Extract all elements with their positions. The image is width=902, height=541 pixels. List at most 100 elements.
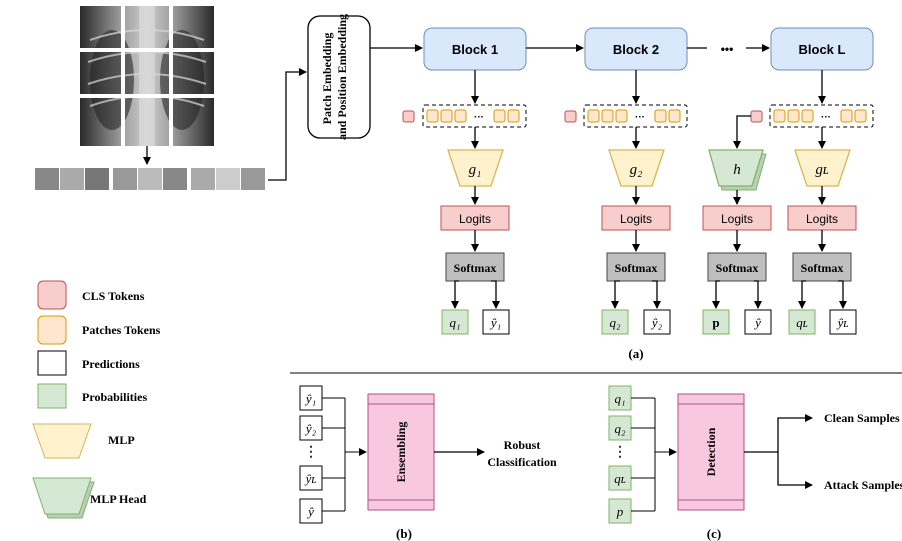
svg-text:p: p [712, 315, 719, 330]
xray-image [80, 6, 214, 146]
svg-text:Patch Embedding and Posi: Patch Embedding and Position Embedding [320, 14, 349, 140]
svg-text:g₁: g₁ [469, 162, 482, 178]
patch-embedding-label-line: and Position Embedding [335, 14, 349, 140]
panel-a-label: (a) [628, 346, 643, 361]
svg-text:Ensembling: Ensembling [394, 422, 408, 483]
svg-text:g₂: g₂ [630, 162, 643, 178]
svg-text:q₁: q₁ [614, 391, 625, 406]
input-yhat1: ŷ₁ [299, 385, 323, 411]
svg-text:ŷ₁: ŷ₁ [304, 391, 316, 406]
svg-text:···: ··· [821, 112, 831, 123]
logits-l: Logits [787, 205, 857, 231]
legend: CLS Tokens Patches Tokens Predictions Pr… [32, 280, 161, 519]
panel-c: q₁ q₂ ⋮ qʟ p Detection Clean Samples [608, 385, 902, 541]
svg-text:Softmax: Softmax [801, 261, 844, 275]
attack-samples-label: Attack Samples [824, 478, 902, 492]
output-yhat2: ŷ₂ [643, 309, 671, 335]
cls-to-head-arrow [733, 115, 751, 149]
svg-text:Softmax: Softmax [454, 261, 497, 275]
svg-text:ŷ₂: ŷ₂ [304, 421, 317, 436]
svg-text:q₁: q₁ [449, 315, 460, 330]
svg-text:Logits: Logits [620, 212, 652, 226]
svg-text:qʟ: qʟ [614, 471, 626, 486]
svg-text:h: h [733, 162, 741, 178]
softmax-2: Softmax [606, 252, 666, 282]
svg-text:Softmax: Softmax [615, 261, 658, 275]
svg-text:ŷʟ: ŷʟ [836, 315, 849, 330]
token-row-2: ··· [564, 104, 688, 128]
panel-b-label: (b) [396, 526, 412, 541]
output-yhatl: ŷʟ [829, 309, 857, 335]
svg-text:q₂: q₂ [614, 421, 626, 436]
block-l: Block L [770, 27, 874, 71]
svg-text:MLP: MLP [108, 433, 135, 447]
svg-text:ŷ₁: ŷ₁ [489, 315, 501, 330]
patches-to-embedding-arrow [268, 68, 307, 181]
block-ellipsis: ••• [721, 42, 734, 56]
softmax-l: Softmax [792, 252, 852, 282]
patch-embedding-label-line: Patch Embedding [320, 33, 334, 125]
block-1: Block 1 [423, 27, 527, 71]
legend-cls-tokens: CLS Tokens [37, 280, 145, 310]
svg-text:q₂: q₂ [609, 315, 621, 330]
svg-text:qʟ: qʟ [796, 315, 808, 330]
input-yhat2: ŷ₂ [299, 415, 323, 441]
input-yhatl: ŷʟ [299, 465, 323, 491]
panel-c-label: (c) [707, 526, 721, 541]
ensembling-box: Ensembling [367, 393, 435, 511]
svg-text:CLS Tokens: CLS Tokens [82, 289, 145, 303]
input-q2: q₂ [608, 415, 632, 441]
svg-text:···: ··· [635, 112, 645, 123]
svg-text:ŷ: ŷ [306, 504, 314, 519]
output-q1: q₁ [441, 309, 469, 335]
cls-token [564, 110, 577, 123]
svg-text:Block 1: Block 1 [452, 42, 498, 57]
block-2: Block 2 [584, 27, 688, 71]
cls-token [402, 110, 415, 123]
patch-embedding-box: Patch Embedding and Position Embedding [307, 14, 371, 140]
svg-text:Logits: Logits [721, 212, 753, 226]
clean-samples-label: Clean Samples [824, 411, 900, 425]
softmax-h: Softmax [707, 252, 767, 282]
classification-label: Classification [487, 455, 557, 469]
svg-text:Patches Tokens: Patches Tokens [82, 323, 161, 337]
mlp-g1: g₁ [447, 149, 504, 187]
logits-2: Logits [601, 205, 671, 231]
svg-text:Logits: Logits [806, 212, 838, 226]
output-q2: q₂ [601, 309, 629, 335]
legend-mlp-head: MLP Head [32, 477, 147, 519]
legend-mlp: MLP [32, 423, 135, 459]
svg-text:ŷ₂: ŷ₂ [650, 315, 663, 330]
svg-text:gʟ: gʟ [815, 162, 829, 178]
input-q1: q₁ [608, 385, 632, 411]
patch-strip [35, 168, 265, 190]
svg-text:Block 2: Block 2 [613, 42, 659, 57]
svg-text:Block L: Block L [799, 42, 846, 57]
legend-patches-tokens: Patches Tokens [37, 315, 161, 345]
mlp-g2: g₂ [608, 149, 665, 187]
logits-1: Logits [440, 205, 510, 231]
logits-h: Logits [702, 205, 772, 231]
output-p: p [702, 309, 730, 335]
input-p: p [608, 498, 632, 524]
svg-text:Softmax: Softmax [716, 261, 759, 275]
output-yhat: ŷ [744, 309, 772, 335]
svg-text:ŷʟ: ŷʟ [304, 471, 317, 486]
mlp-head-h: h [708, 149, 767, 191]
svg-text:Probabilities: Probabilities [82, 390, 147, 404]
svg-text:Logits: Logits [459, 212, 491, 226]
token-row-1: ··· [402, 104, 527, 128]
svg-text:ŷ: ŷ [753, 315, 761, 330]
svg-text:⋮: ⋮ [613, 445, 627, 460]
robust-label: Robust [504, 438, 541, 452]
cls-token [750, 110, 763, 123]
svg-text:⋮: ⋮ [304, 445, 318, 460]
panel-b: ŷ₁ ŷ₂ ⋮ ŷʟ ŷ Ensembling Robust Classific… [299, 385, 557, 541]
softmax-1: Softmax [445, 252, 505, 282]
input-ql: qʟ [608, 465, 632, 491]
token-row-l: ··· [750, 104, 874, 128]
svg-text:MLP Head: MLP Head [90, 492, 147, 506]
legend-probabilities: Probabilities [37, 383, 147, 409]
mlp-gl: gʟ [794, 149, 851, 187]
svg-text:Detection: Detection [704, 427, 718, 476]
